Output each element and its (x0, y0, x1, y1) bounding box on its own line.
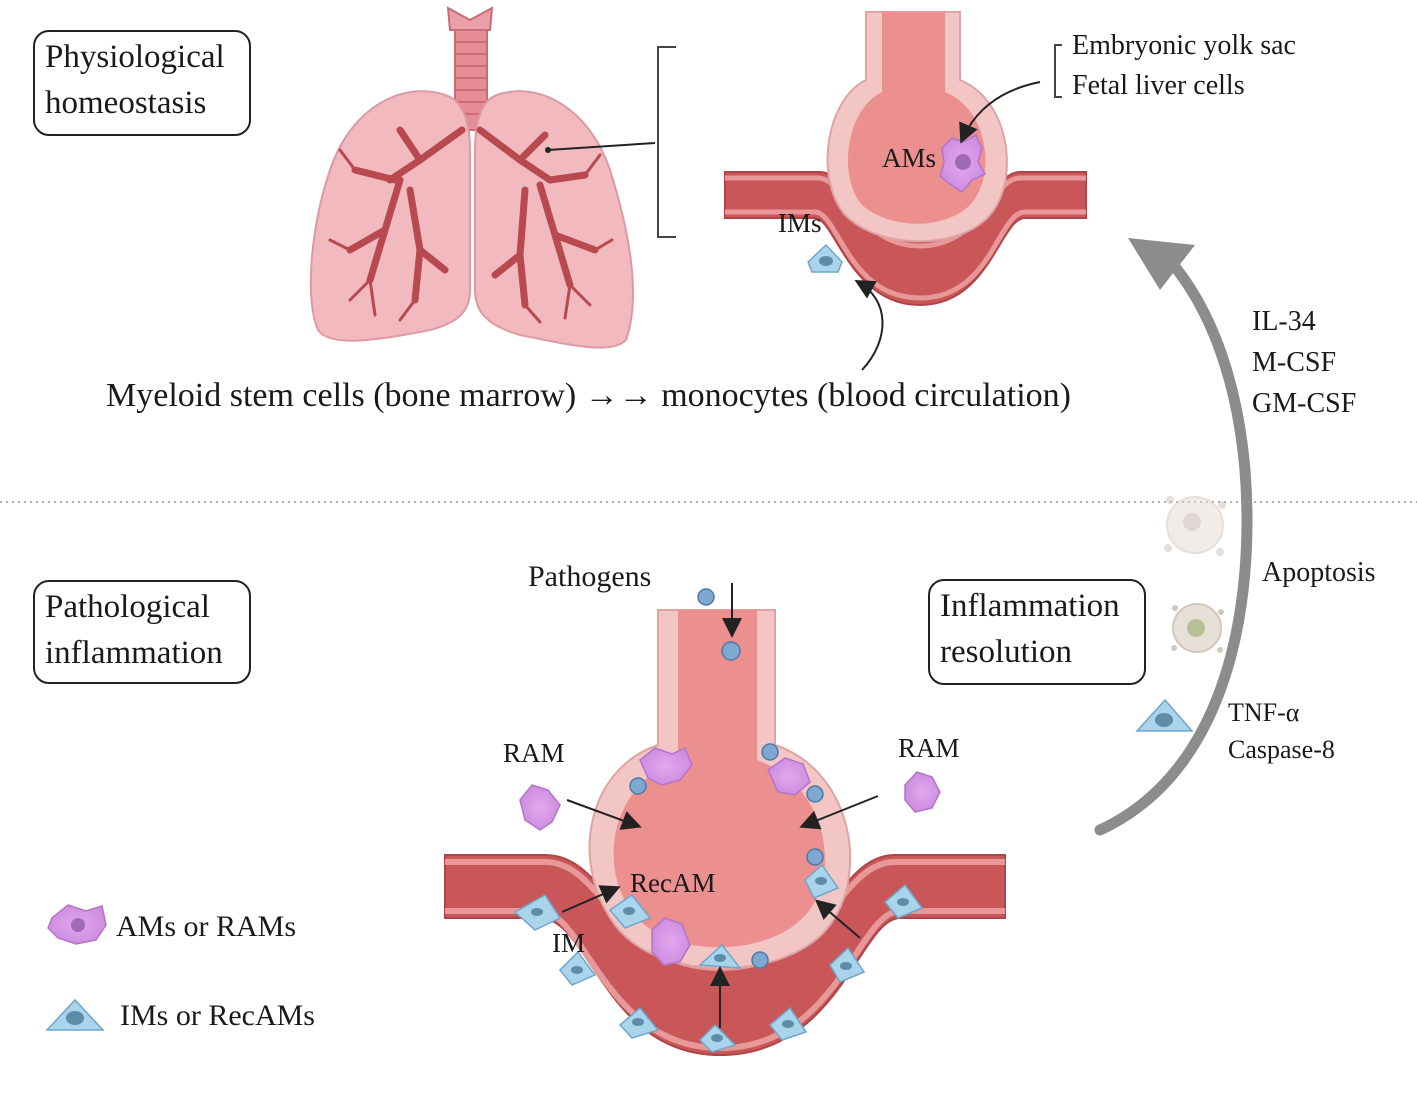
recam-label: RecAM (630, 868, 716, 898)
box-line-2: inflammation (45, 635, 223, 671)
pathological-inflammation-box: Pathological inflammation (33, 580, 251, 684)
ams-label: AMs (882, 143, 937, 173)
ram-right-label: RAM (898, 733, 960, 763)
im-label: IM (552, 928, 585, 958)
box-line-2: homeostasis (45, 85, 207, 121)
tnf-alpha-label: TNF-α (1228, 698, 1300, 727)
apoptotic-cell-1 (1164, 496, 1226, 556)
resolution-arrowhead (1128, 238, 1195, 290)
dying-im-cell (1135, 698, 1194, 732)
legend-purple-icon (47, 904, 107, 945)
origin-yolk-sac: Embryonic yolk sac (1072, 30, 1296, 61)
bottom-alveolus-illustration (444, 583, 1006, 1057)
box-line-1: Physiological (45, 39, 225, 75)
legend-label-ams: AMs or RAMs (116, 910, 297, 943)
origin-fetal-liver: Fetal liver cells (1072, 70, 1245, 101)
caspase8-label: Caspase-8 (1228, 735, 1335, 764)
cytokine-il34: IL-34 (1252, 306, 1316, 337)
legend-label-ims: IMs or RecAMs (120, 999, 315, 1032)
apoptotic-cell-2 (1171, 603, 1224, 653)
box-line-1: Pathological (45, 589, 210, 625)
pathogens-label: Pathogens (528, 560, 652, 593)
top-alveolus-illustration (724, 11, 1087, 371)
myeloid-pathway-text: Myeloid stem cells (bone marrow) →→ mono… (106, 377, 1071, 414)
cytokine-mcsf: M-CSF (1252, 347, 1337, 378)
cytokine-gmcsf: GM-CSF (1252, 388, 1357, 419)
physiological-homeostasis-box: Physiological homeostasis (33, 30, 251, 136)
box-line-1: Inflammation (940, 588, 1120, 624)
inflammation-resolution-box: Inflammation resolution (928, 579, 1146, 685)
ims-label: IMs (778, 208, 822, 238)
ram-left-label: RAM (503, 738, 565, 768)
legend-blue-icon (45, 998, 105, 1031)
lungs-illustration (309, 6, 676, 349)
resolution-arrow (1094, 249, 1253, 836)
apoptosis-label: Apoptosis (1262, 557, 1376, 588)
box-line-2: resolution (940, 634, 1072, 670)
